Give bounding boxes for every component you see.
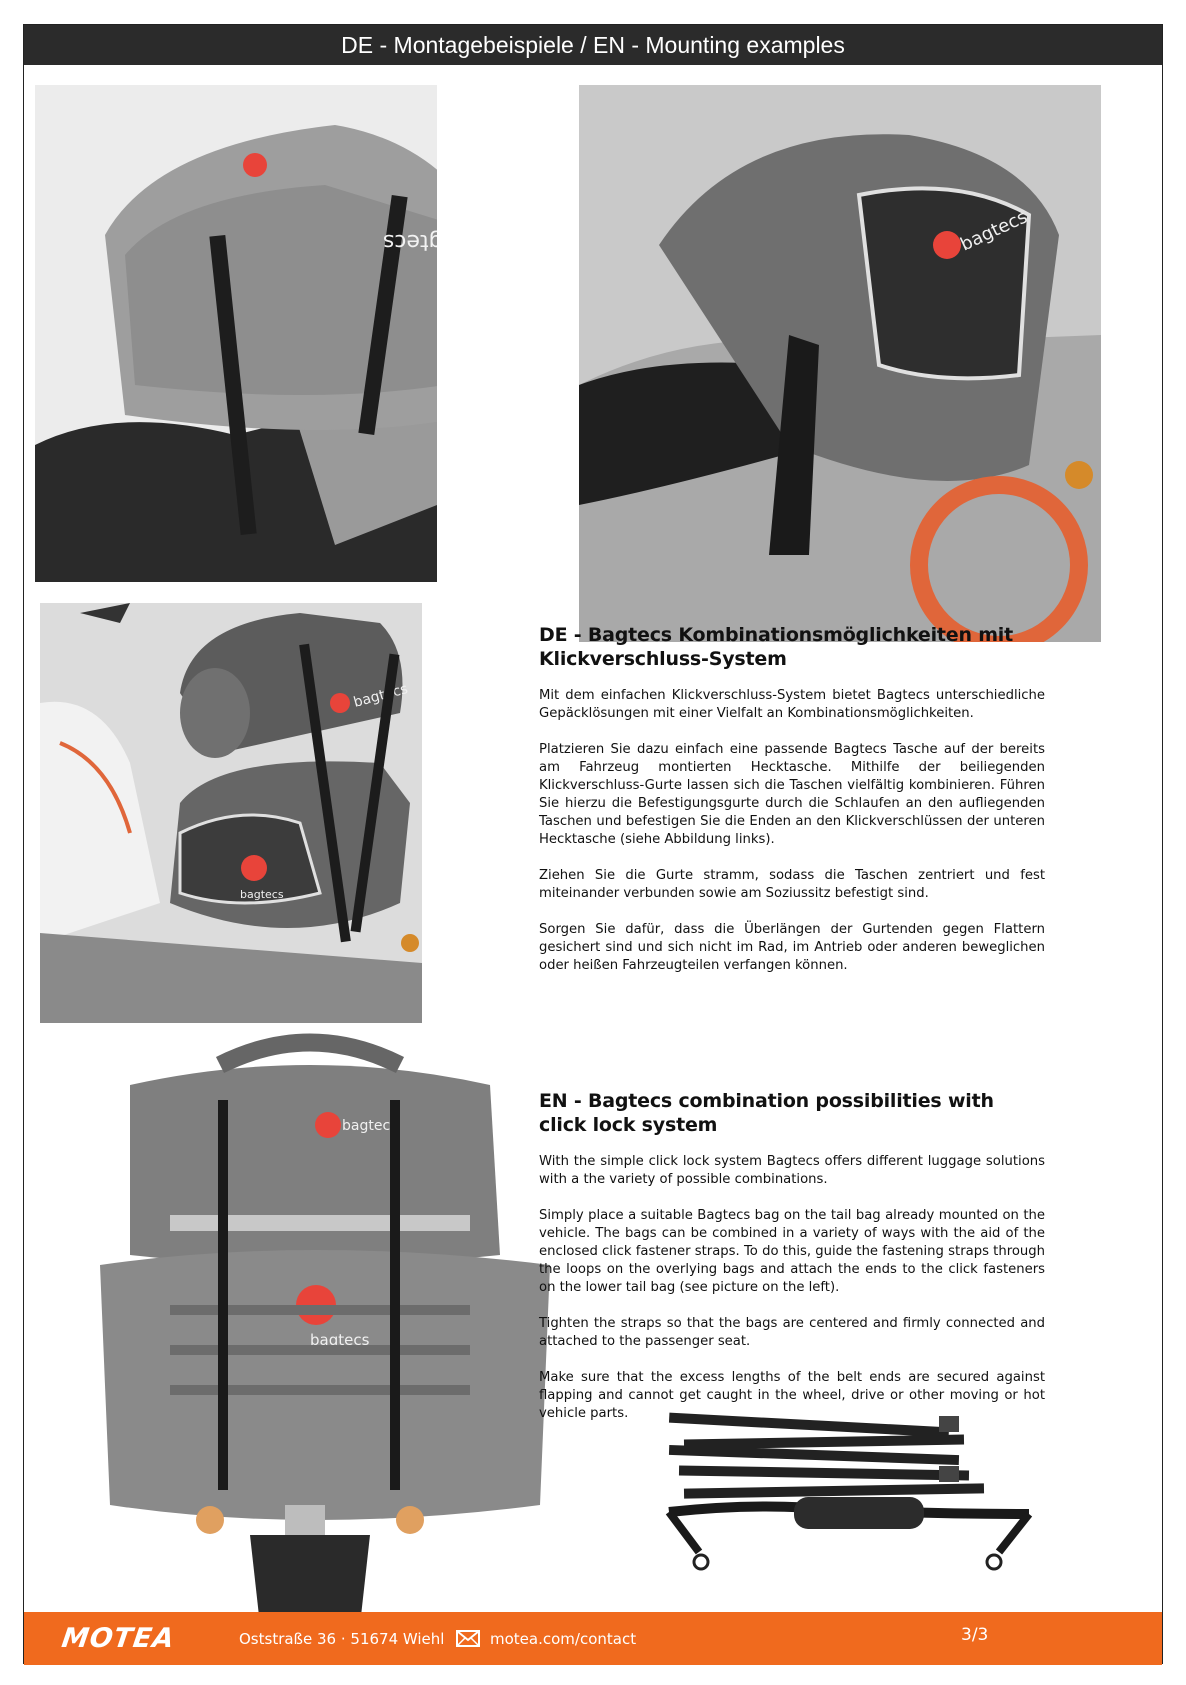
en-paragraph-1: With the simple click lock system Bagtec… <box>539 1154 1045 1187</box>
photo-seat-bag: bagtecs <box>579 85 1101 642</box>
photo-tail-bag: bagtecs <box>35 85 437 582</box>
dry-bag-logo: bagtecs <box>342 1118 397 1134</box>
de-paragraph-2: Platzieren Sie dazu einfach eine passend… <box>539 742 1045 847</box>
seat-bag-small-logo: bagtecs <box>240 888 284 901</box>
en-paragraph-3: Tighten the straps so that the bags are … <box>539 1316 1045 1349</box>
photo-roll-bag-combo: bagtecs bagtecs <box>40 603 422 1023</box>
page-frame: DE - Montagebeispiele / EN - Mounting ex… <box>23 24 1163 1665</box>
dry-bag-large-logo: bagtecs <box>310 1331 370 1349</box>
de-paragraph-4: Sorgen Sie dafür, dass die Überlängen de… <box>539 922 1045 973</box>
en-paragraph-4: Make sure that the excess lengths of the… <box>539 1370 1045 1421</box>
page-title: DE - Montagebeispiele / EN - Mounting ex… <box>341 31 845 58</box>
envelope-icon <box>456 1630 480 1647</box>
footer-address: Oststraße 36 · 51674 Wiehl <box>239 1630 445 1648</box>
en-section: EN - Bagtecs combination possibilities w… <box>539 1089 1045 1441</box>
en-heading: EN - Bagtecs combination possibilities w… <box>539 1090 994 1136</box>
page-footer: MOTEA Oststraße 36 · 51674 Wiehl motea.c… <box>24 1612 1162 1665</box>
page-header: DE - Montagebeispiele / EN - Mounting ex… <box>24 25 1162 65</box>
photo-strap-set <box>639 1402 1059 1602</box>
de-paragraph-3: Ziehen Sie die Gurte stramm, sodass die … <box>539 868 1045 901</box>
de-paragraph-1: Mit dem einfachen Klickverschluss-System… <box>539 688 1045 721</box>
en-paragraph-2: Simply place a suitable Bagtecs bag on t… <box>539 1208 1045 1295</box>
footer-contact-link[interactable]: motea.com/contact <box>490 1630 637 1648</box>
de-section: DE - Bagtecs Kombinationsmöglichkeiten m… <box>539 623 1045 993</box>
tail-bag-logo: bagtecs <box>383 229 437 254</box>
page-number: 3/3 <box>961 1625 989 1645</box>
motea-logo: MOTEA <box>59 1623 177 1654</box>
photo-dry-bag-stack: bagtecs bagtecs <box>70 1025 560 1625</box>
de-heading: DE - Bagtecs Kombinationsmöglichkeiten m… <box>539 624 1014 670</box>
